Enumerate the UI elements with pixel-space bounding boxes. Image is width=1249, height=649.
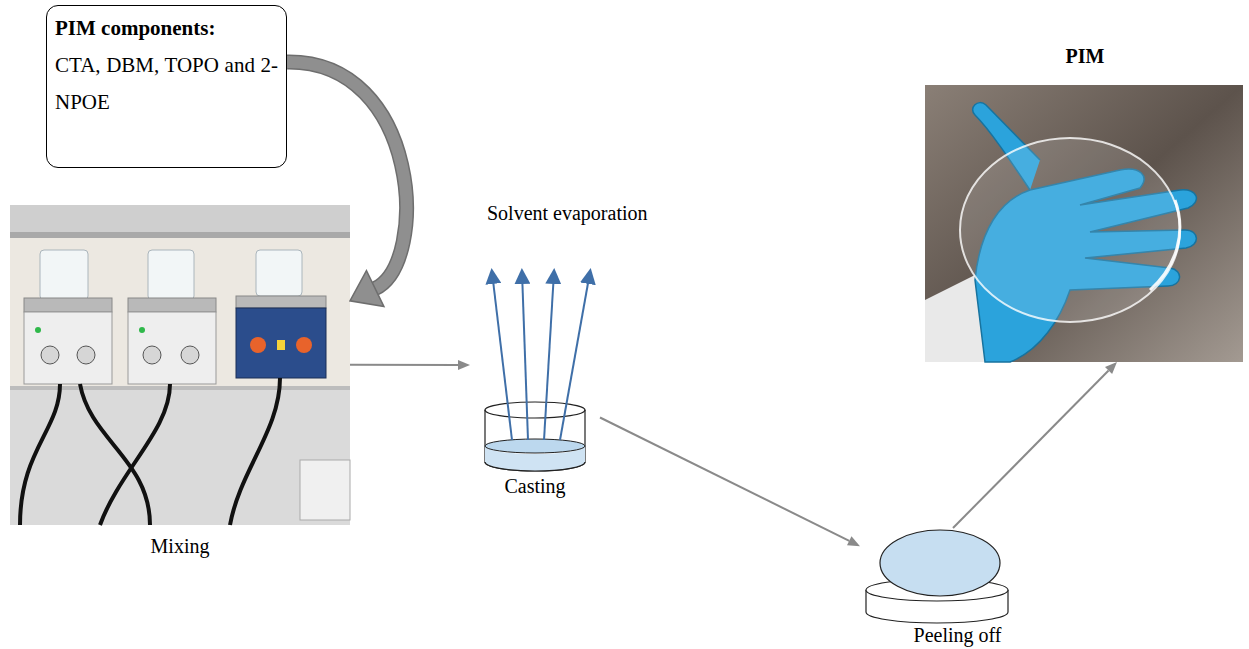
text-box: PIM components: CTA, DBM, TOPO and 2-NPOE <box>46 5 287 168</box>
step-caption: Mixing <box>149 535 212 557</box>
arrow-line <box>600 418 849 541</box>
caption-row: Peeling off <box>860 624 1015 647</box>
flow-arrow <box>600 418 860 547</box>
mixing-step: Mixing <box>10 205 350 560</box>
casting-step: Casting <box>470 350 600 500</box>
peeling-step: Peeling off <box>860 528 1015 649</box>
arrow-body <box>287 62 406 289</box>
process-note: Solvent evaporation <box>485 202 650 225</box>
peeling-dish <box>866 530 1008 623</box>
step-caption: Peeling off <box>912 624 1004 646</box>
arrow-head <box>1105 362 1117 374</box>
pim-photo <box>925 85 1243 362</box>
arrow-head <box>847 536 860 546</box>
step-title: PIM <box>1064 45 1107 67</box>
curved-arrow <box>287 62 406 307</box>
arrow-outline <box>287 62 406 289</box>
caption-row: Mixing <box>10 535 350 558</box>
caption-row: Casting <box>470 475 600 498</box>
caption-row: PIM <box>925 45 1245 68</box>
arrow-head <box>350 271 384 307</box>
arrow-line <box>953 371 1109 528</box>
pim-result: PIM <box>925 45 1245 362</box>
arrow-line <box>350 364 458 366</box>
evaporation-arrows <box>492 272 590 440</box>
box-heading: PIM components: <box>55 10 278 47</box>
flow-arrow <box>350 360 470 370</box>
box-text: CTA, DBM, TOPO and 2-NPOE <box>55 53 278 114</box>
casting-dish <box>485 402 585 471</box>
mixing-photo <box>10 205 350 525</box>
step-caption: Casting <box>502 475 567 497</box>
flow-arrow <box>953 362 1117 528</box>
arrow-head <box>458 360 470 370</box>
